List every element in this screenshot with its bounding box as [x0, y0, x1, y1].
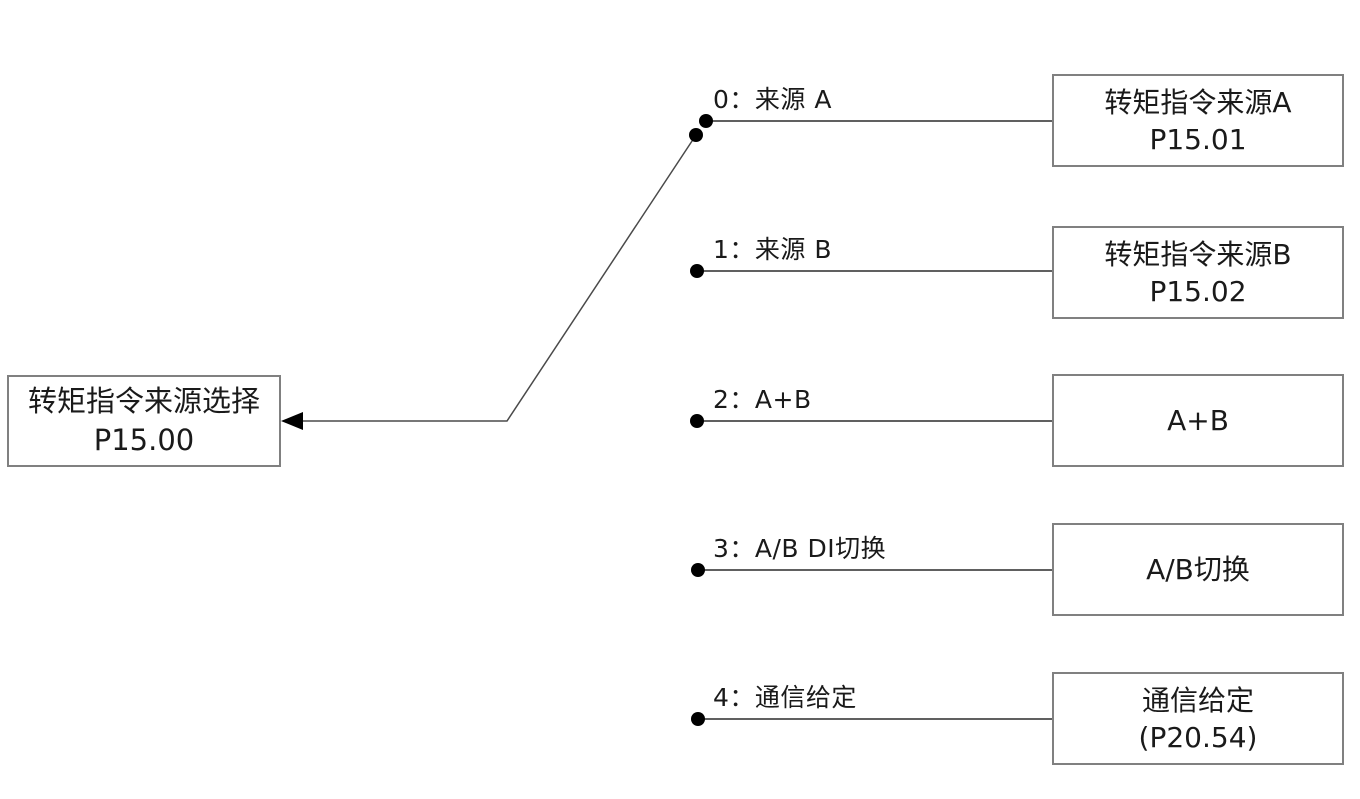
- arrowhead: [281, 412, 303, 430]
- option-box-2-line1: A+B: [1167, 404, 1229, 437]
- selector-wiper-line: [286, 134, 697, 422]
- option-box-1-line1: 转矩指令来源B: [1104, 237, 1292, 271]
- option-box-0-line2: P15.01: [1149, 122, 1247, 156]
- option-box-3: A/B切换: [1052, 523, 1344, 616]
- option-label-1: 1：来源 B: [713, 235, 833, 264]
- contact-dot-0: [699, 114, 713, 128]
- wiper-dot: [689, 128, 703, 142]
- option-label-3: 3：A/B DI切换: [713, 534, 887, 563]
- option-box-1-line2: P15.02: [1149, 274, 1247, 308]
- option-label-0: 0：来源 A: [713, 85, 832, 114]
- option-box-4-line1: 通信给定: [1141, 683, 1254, 717]
- contact-dot-2: [690, 414, 704, 428]
- contact-dot-1: [690, 264, 704, 278]
- option-label-2: 2：A+B: [713, 385, 812, 414]
- option-label-4: 4：通信给定: [713, 683, 857, 712]
- option-box-4: 通信给定 (P20.54): [1052, 672, 1344, 765]
- selector-result-box: 转矩指令来源选择 P15.00: [7, 375, 281, 467]
- option-box-1: 转矩指令来源B P15.02: [1052, 226, 1344, 319]
- option-box-2: A+B: [1052, 374, 1344, 467]
- option-box-4-line2: (P20.54): [1138, 720, 1258, 754]
- option-box-3-line1: A/B切换: [1146, 553, 1250, 586]
- option-box-0-line1: 转矩指令来源A: [1104, 85, 1292, 119]
- option-box-0: 转矩指令来源A P15.01: [1052, 74, 1344, 167]
- selector-result-param: P15.00: [93, 423, 195, 457]
- contact-dot-3: [691, 563, 705, 577]
- contact-dot-4: [691, 712, 705, 726]
- selector-result-title: 转矩指令来源选择: [27, 384, 260, 418]
